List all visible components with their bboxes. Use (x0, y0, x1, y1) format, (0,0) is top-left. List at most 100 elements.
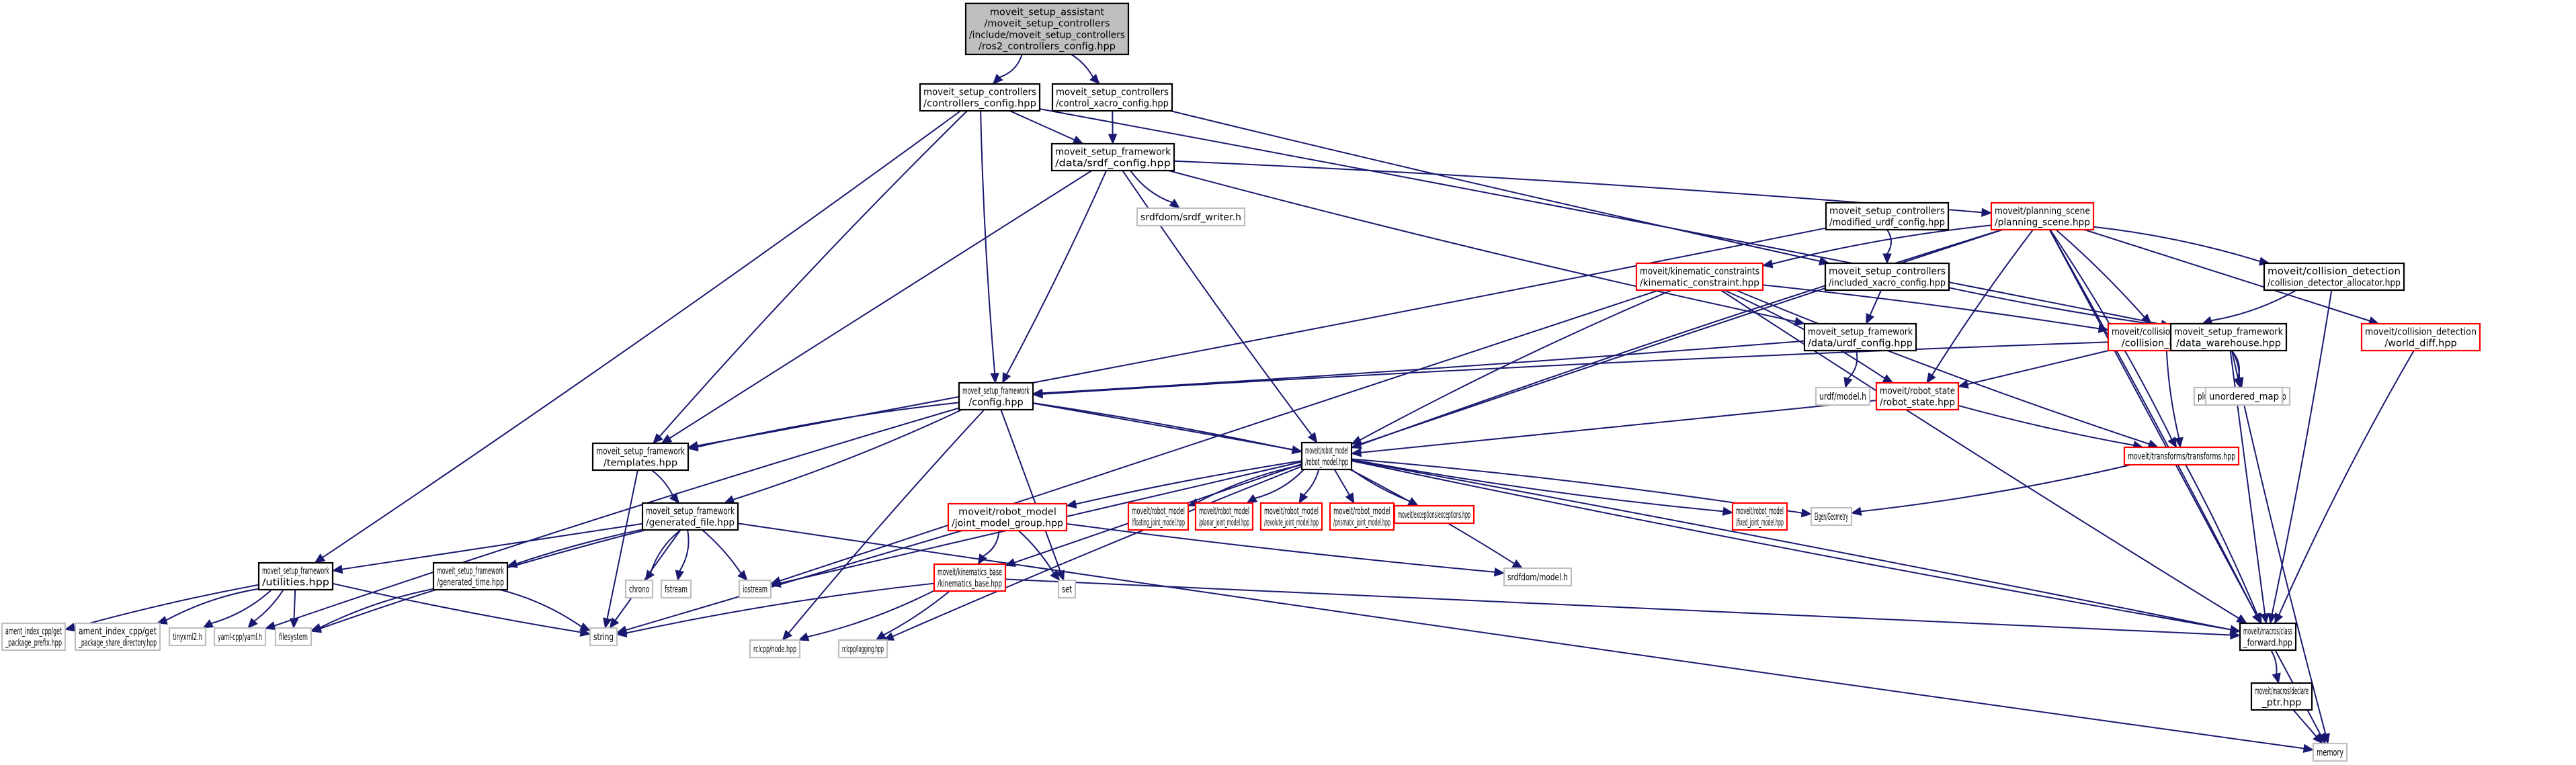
node-label-line: /collision_detector_allocator.hpp (2268, 277, 2401, 288)
edge-controllers_config-to-config (980, 110, 999, 384)
node-class-forward[interactable]: moveit/macros/class_forward.hpp (2239, 622, 2297, 651)
edge-line (697, 402, 960, 448)
edge-utilities-to-string (332, 582, 591, 637)
node-label-line: /controllers_config.hpp (923, 98, 1036, 109)
node-box (2263, 262, 2405, 291)
arrowhead-icon (2097, 324, 2110, 333)
node-label-line: _package_prefix.hpp (5, 637, 62, 648)
node-urdf-config[interactable]: moveit_setup_framework/data/urdf_config.… (1803, 322, 1917, 352)
node-label-line: /data/urdf_config.hpp (1808, 338, 1913, 349)
node-label-line: ament_index_cpp/get (5, 626, 62, 637)
edge-line (2292, 709, 2317, 737)
node-kinematics-base[interactable]: moveit/kinematics_base/kinematics_base.h… (933, 563, 1007, 592)
node-transforms[interactable]: moveit/transforms/transforms.hpp (2123, 446, 2240, 466)
arrowhead-icon (1981, 208, 1993, 217)
edge-joint_model_group-to-srdf_model (1066, 523, 1505, 577)
edge-world_diff-to-class_forward (2274, 350, 2415, 625)
edge-line (679, 529, 690, 572)
node-label-line: urdf/model.h (1819, 392, 1866, 402)
node-label-line: chrono (629, 584, 649, 595)
node-config[interactable]: moveit_setup_framework/config.hpp (958, 381, 1034, 411)
arrowhead-icon (1843, 377, 1853, 389)
edge-collision_env-to-transforms (2165, 350, 2184, 449)
node-templates[interactable]: moveit_setup_framework/templates.hpp (591, 442, 690, 471)
node-kinematic-constraint[interactable]: moveit/kinematic_constraints/kinematic_c… (1635, 262, 1764, 291)
edge-urdf_config-to-config (1032, 340, 1805, 398)
arrowhead-icon (2167, 437, 2177, 449)
node-label-line: ament_index_cpp/get (79, 626, 157, 637)
edge-kinematic_constraint-to-iostream (770, 289, 1659, 586)
node-tinyxml2: tinyxml2.h (168, 627, 207, 647)
edge-data_warehouse-to-class_forward (2229, 350, 2270, 625)
node-box (837, 639, 888, 659)
edge-line (2093, 226, 2261, 263)
edge-line (1196, 464, 1302, 504)
edge-line (341, 523, 643, 570)
node-world-diff[interactable]: moveit/collision_detection/world_diff.hp… (2360, 322, 2481, 352)
node-modified-urdf-config[interactable]: moveit_setup_controllers/modified_urdf_c… (1825, 201, 1950, 231)
edge-kinematics_base-to-rclcpp_node (798, 590, 935, 641)
edge-line (1886, 229, 1892, 255)
node-box (1051, 83, 1173, 112)
edge-line (1009, 110, 1075, 141)
node-utilities[interactable]: moveit_setup_framework/utilities.hpp (257, 561, 334, 591)
edge-modified_urdf_config-to-templates (687, 227, 1827, 451)
edge-control_xacro_config-to-srdf_config (1108, 110, 1118, 145)
node-floating-joint-model[interactable]: moveit/robot_model/floating_joint_model.… (1127, 502, 1190, 531)
node-revolute-joint-model[interactable]: moveit/robot_model/revolute_joint_model.… (1259, 502, 1323, 531)
arrowhead-icon (1926, 372, 1936, 384)
node-prismatic-joint-model[interactable]: moveit/robot_model/prismatic_joint_model… (1329, 502, 1395, 531)
node-joint-model-group[interactable]: moveit/robot_model/joint_model_group.hpp (947, 502, 1068, 532)
edge-line (1130, 170, 1173, 204)
node-controllers-config[interactable]: moveit_setup_controllers/controllers_con… (919, 83, 1041, 112)
node-label-line: /data_warehouse.hpp (2176, 338, 2281, 349)
arrowhead-icon (1866, 313, 1874, 325)
arrowhead-icon (2272, 672, 2281, 684)
node-label-line: moveit_setup_framework (1808, 326, 1913, 337)
arrowhead-icon (264, 621, 276, 630)
node-robot-state[interactable]: moveit/robot_state/robot_state.hpp (1875, 381, 1960, 411)
edge-line (1967, 350, 2109, 386)
node-box (168, 627, 207, 647)
node-planning-scene[interactable]: moveit/planning_scene/planning_scene.hpp (1990, 201, 2095, 231)
node-generated-file[interactable]: moveit_setup_framework/generated_file.hp… (641, 502, 739, 531)
node-box (660, 579, 692, 599)
node-srdf-config[interactable]: moveit_setup_framework/data/srdf_config.… (1050, 142, 1175, 172)
node-data-warehouse[interactable]: moveit_setup_framework/data_warehouse.hp… (2169, 322, 2288, 352)
edge-line (1005, 578, 2231, 636)
edge-line (669, 170, 1093, 439)
arrowhead-icon (1722, 506, 1734, 516)
edge-line (1847, 350, 1858, 379)
node-collision-detector-allocator[interactable]: moveit/collision_detection/collision_det… (2263, 262, 2405, 291)
edge-line (1000, 409, 1061, 572)
node-declare-ptr[interactable]: moveit/macros/declare_ptr.hpp (2250, 682, 2313, 711)
edge-line (883, 590, 950, 636)
arrowhead-icon (1800, 508, 1813, 518)
node-included-xacro-config[interactable]: moveit_setup_controllers/included_xacro_… (1824, 262, 1950, 291)
arrowhead-icon (1882, 374, 1894, 384)
node-label-line: rclcpp/logging.hpp (842, 644, 884, 655)
edge-line (211, 589, 272, 625)
node-fixed-joint-model[interactable]: moveit/robot_model/fixed_joint_model.hpp (1731, 502, 1788, 531)
edge-line (1255, 469, 1304, 499)
arrowhead-icon (669, 492, 680, 504)
node-filesystem: filesystem (274, 627, 313, 647)
node-eigen-geometry: Eigen/Geometry (1810, 506, 1853, 527)
edges-layer (64, 54, 2415, 754)
node-label-line: /utilities.hpp (262, 577, 329, 588)
node-box (1393, 504, 1475, 525)
node-planar-joint-model[interactable]: moveit/robot_model/planar_joint_model.hp… (1194, 502, 1254, 531)
node-box (1127, 502, 1190, 531)
node-generated-time[interactable]: moveit_setup_framework/generated_time.hp… (432, 561, 509, 591)
node-box (2204, 386, 2284, 406)
arrowhead-icon (616, 628, 628, 638)
node-exceptions[interactable]: moveit/exceptions/exceptions.hpp (1393, 504, 1475, 525)
node-label-line: moveit/robot_model (958, 506, 1056, 517)
node-memory: memory (2312, 742, 2348, 762)
edge-kinematic_constraint-to-robot_model (1350, 289, 1672, 445)
node-control-xacro-config[interactable]: moveit_setup_controllers/control_xacro_c… (1051, 83, 1173, 112)
arrowhead-icon (1794, 317, 1806, 326)
edge-line (606, 469, 638, 619)
node-robot-model[interactable]: moveit/robot_model/robot_model.hpp (1300, 441, 1353, 471)
edge-line (1772, 224, 1992, 265)
